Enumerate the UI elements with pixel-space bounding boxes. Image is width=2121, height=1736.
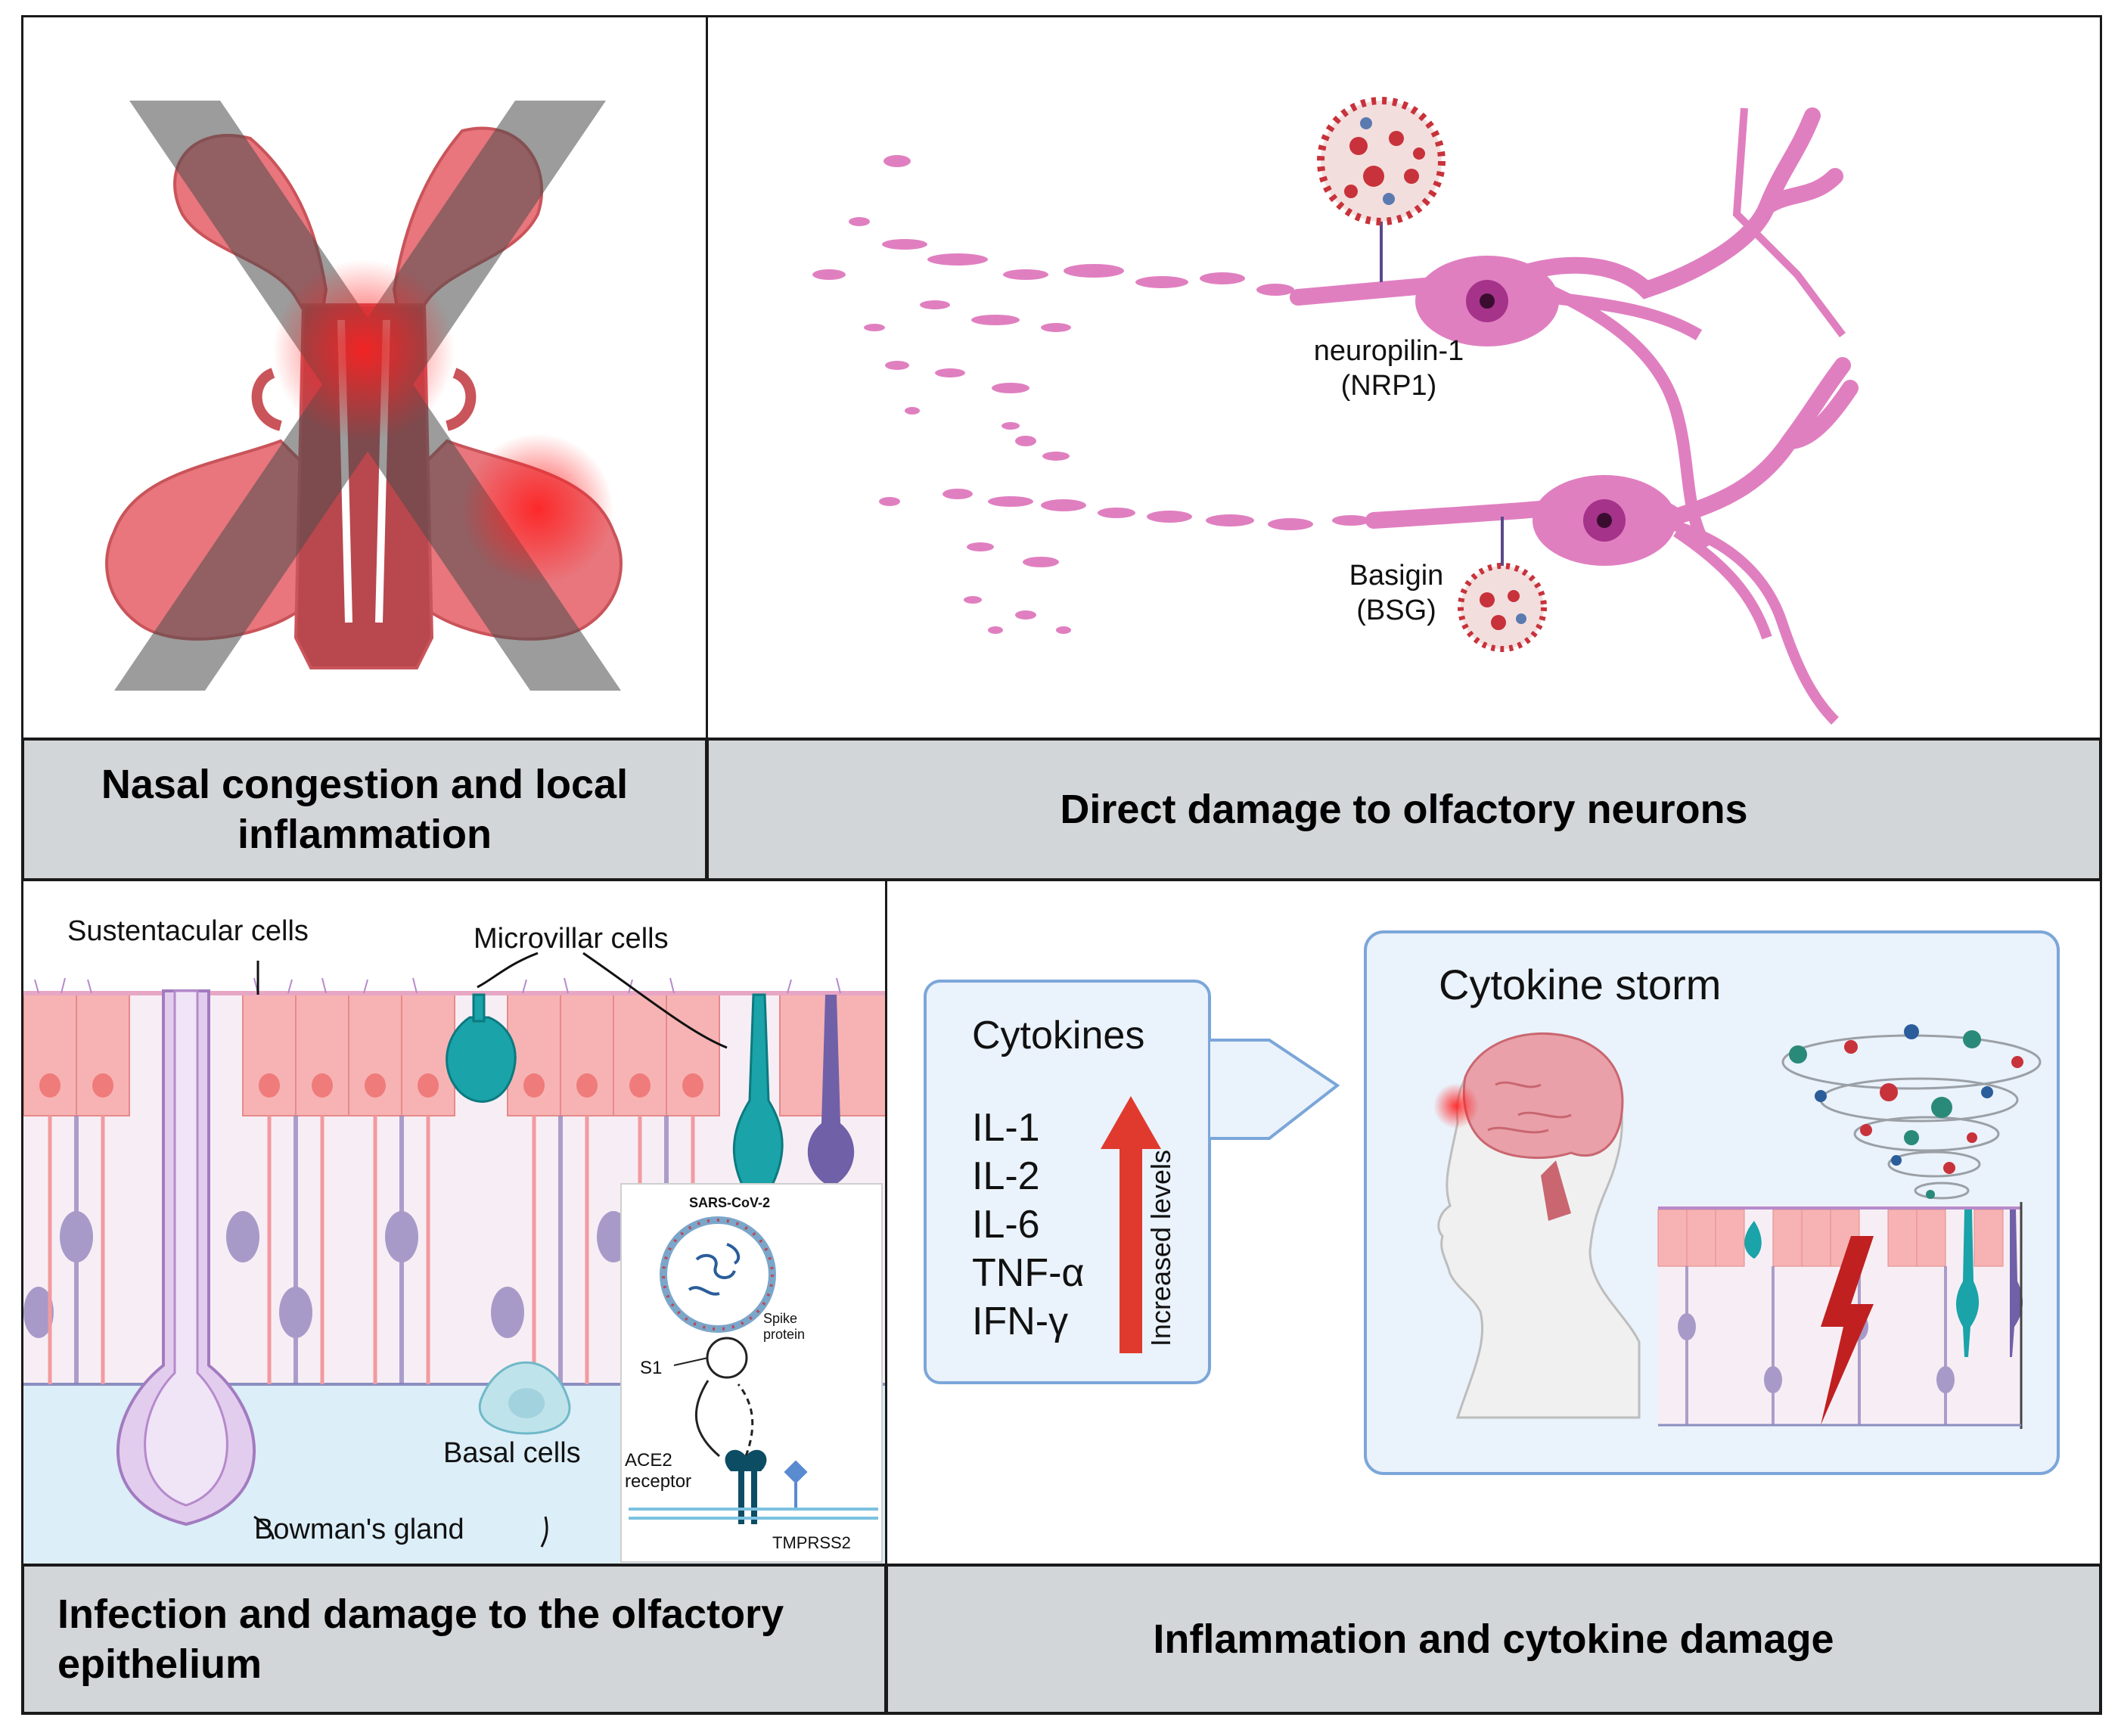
label-bsg: Basigin (BSG) xyxy=(1349,560,1444,626)
label-sustentacular-cells: Sustentacular cells xyxy=(67,915,309,947)
axon-fragments-lower xyxy=(879,422,1370,634)
microvillar-cell-1 xyxy=(446,993,517,1103)
inflammation-glow-head xyxy=(1433,1083,1479,1129)
cytokine-particles xyxy=(1789,1024,2023,1199)
inflammation-glow-right xyxy=(462,433,613,585)
sustentacular-cells xyxy=(23,994,885,1116)
increased-levels-label: Increased levels xyxy=(1145,1149,1176,1347)
tornado-icon xyxy=(1781,1034,2042,1200)
cytokine-item: IL-2 xyxy=(972,1154,1040,1198)
nasal-cavity-illustration xyxy=(105,101,623,691)
inset-s1-label: S1 xyxy=(640,1358,663,1378)
inset-title: SARS-CoV-2 xyxy=(689,1195,771,1210)
cytokine-item: IL-1 xyxy=(972,1106,1040,1150)
caption-olfactory-epithelium: Infection and damage to the olfactory ep… xyxy=(21,1564,887,1715)
cytokine-item: IL-6 xyxy=(972,1203,1040,1247)
sustentacular-nuclei xyxy=(39,1073,703,1098)
cytokine-storm-illustration xyxy=(1433,1024,2042,1429)
cytokines-box: Cytokines IL-1 IL-2 IL-6 TNF-α IFN-γ Inc… xyxy=(924,980,1211,1384)
virus-lower xyxy=(1458,517,1547,652)
increase-arrow-icon xyxy=(1101,1096,1161,1353)
caption-cytokine-damage: Inflammation and cytokine damage xyxy=(885,1564,2102,1715)
inset-ace2-label: ACE2 receptor xyxy=(625,1450,692,1492)
s1-subunit xyxy=(706,1337,748,1379)
cytokines-title: Cytokines xyxy=(972,1014,1145,1057)
panel-olfactory-neurons: neuropilin-1 (NRP1) Basigin (BSG) xyxy=(706,15,2102,740)
panel-nasal-congestion xyxy=(21,15,708,740)
cytokine-item: TNF-α xyxy=(972,1251,1085,1295)
label-basal-cells: Basal cells xyxy=(443,1437,581,1469)
cytokine-storm-box: Cytokine storm xyxy=(1364,930,2060,1475)
basal-cell xyxy=(478,1361,571,1435)
caption-olfactory-neurons: Direct damage to olfactory neurons xyxy=(706,738,2102,881)
olfactory-neuron-bodies xyxy=(23,1211,683,1338)
damaged-epithelium-icon xyxy=(1657,1202,2023,1429)
cytokine-list: IL-1 IL-2 IL-6 TNF-α IFN-γ xyxy=(972,1104,1084,1346)
label-bowmans-gland: Bowman's gland xyxy=(254,1514,464,1545)
axon-fragments-upper xyxy=(812,155,1336,446)
virus-upper xyxy=(1317,97,1446,282)
pointer-arrows xyxy=(253,952,728,1548)
inset-tmprss2-label: TMPRSS2 xyxy=(772,1533,851,1552)
cytokine-storm-title: Cytokine storm xyxy=(1439,961,1722,1008)
cytokine-item: IFN-γ xyxy=(972,1300,1069,1343)
cilia xyxy=(23,977,885,995)
human-head-icon xyxy=(1433,1032,1641,1419)
bowmans-gland xyxy=(116,989,256,1526)
epithelium-illustration xyxy=(23,952,885,1564)
olfactory-neuron-lower xyxy=(1365,357,1859,725)
olfactory-neurons-illustration xyxy=(812,97,1859,725)
label-nrp1: neuropilin-1 (NRP1) xyxy=(1313,335,1464,402)
inflammation-glow-center xyxy=(273,259,455,441)
ace2-receptor-icon xyxy=(725,1449,767,1524)
label-microvillar-cells: Microvillar cells xyxy=(474,923,669,955)
sars-cov2-virus-icon xyxy=(660,1216,776,1333)
panel-olfactory-epithelium: Sustentacular cells Microvillar cells Ba… xyxy=(21,879,887,1566)
purple-neuron-right xyxy=(807,995,855,1244)
caption-nasal-congestion: Nasal congestion and local inflammation xyxy=(21,738,708,881)
inset-spike-label: Spike protein xyxy=(763,1311,806,1342)
damage-bolt-icon xyxy=(1821,1236,1874,1425)
panel-cytokine-damage: Cytokines IL-1 IL-2 IL-6 TNF-α IFN-γ Inc… xyxy=(885,879,2102,1566)
callout-connector xyxy=(1209,1039,1340,1140)
